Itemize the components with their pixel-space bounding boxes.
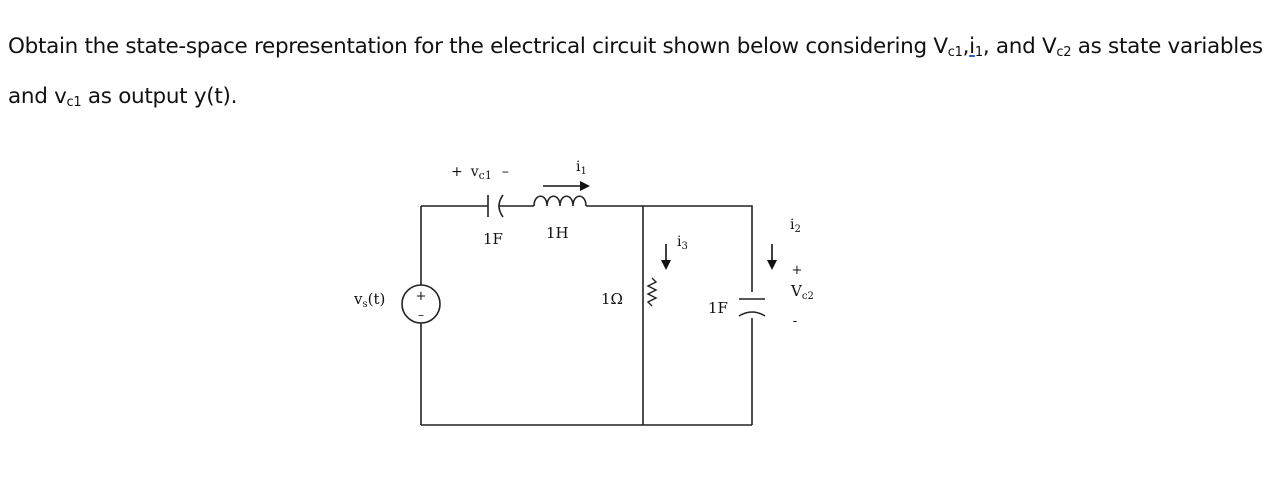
source-minus-sign: – (418, 308, 424, 322)
cap2-voltage-label: Vc2 (790, 282, 814, 302)
question-text: Obtain the state-space representation fo… (8, 22, 1268, 122)
capacitor-c1 (487, 194, 504, 218)
resistor-zigzag (646, 277, 658, 307)
question-separator: , (962, 34, 970, 59)
question-sub-c1: c1 (947, 45, 963, 60)
inductor-value: 1H (546, 224, 569, 242)
cap1-value: 1F (483, 230, 503, 248)
cap2-plus-sign: + (792, 263, 803, 278)
capacitor-c2 (738, 298, 766, 317)
question-var-i: i (969, 34, 975, 59)
cap2-minus-sign: - (793, 314, 797, 329)
question-part3: as state variables and v (8, 34, 1263, 109)
resistor-value: 1Ω (601, 290, 623, 308)
i2-label: i2 (790, 217, 801, 235)
question-part2: , and V (982, 34, 1057, 59)
circuit-wires (420, 205, 753, 426)
source-label: vs(t) (353, 290, 385, 310)
question-part1: Obtain the state-space representation fo… (8, 34, 948, 59)
question-part4: as output y(t). (81, 84, 238, 109)
cap1-voltage-label: +vc1– (451, 164, 509, 182)
i1-label: i1 (576, 159, 587, 177)
wire-top-right (643, 205, 753, 292)
question-sub-c1-output: c1 (66, 95, 82, 110)
source-plus-sign: + (416, 289, 427, 304)
inductor-coil (533, 195, 587, 207)
voltage-source-circle (401, 284, 441, 324)
cap2-value: 1F (708, 299, 728, 317)
question-sub-c2: c2 (1056, 45, 1072, 60)
voltage-source: + – (401, 284, 441, 324)
question-sub-1: 1 (974, 45, 983, 60)
i3-label: i3 (677, 234, 688, 252)
